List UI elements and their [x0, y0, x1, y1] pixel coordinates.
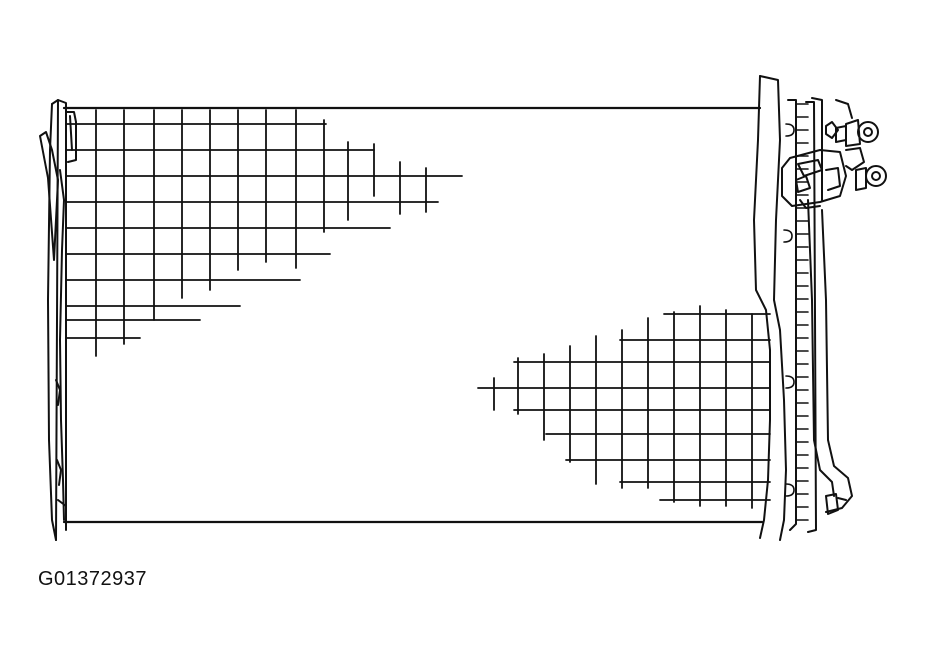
condenser-core-outline: [62, 106, 764, 524]
pipe-fittings: [781, 99, 887, 515]
right-tank: [753, 75, 853, 541]
figure-id-label: G01372937: [38, 568, 148, 590]
tube-ends: [783, 103, 809, 521]
fin-grid-lower-right: [477, 305, 771, 509]
left-tank: [39, 99, 77, 541]
fin-grid-upper-left: [65, 109, 463, 357]
